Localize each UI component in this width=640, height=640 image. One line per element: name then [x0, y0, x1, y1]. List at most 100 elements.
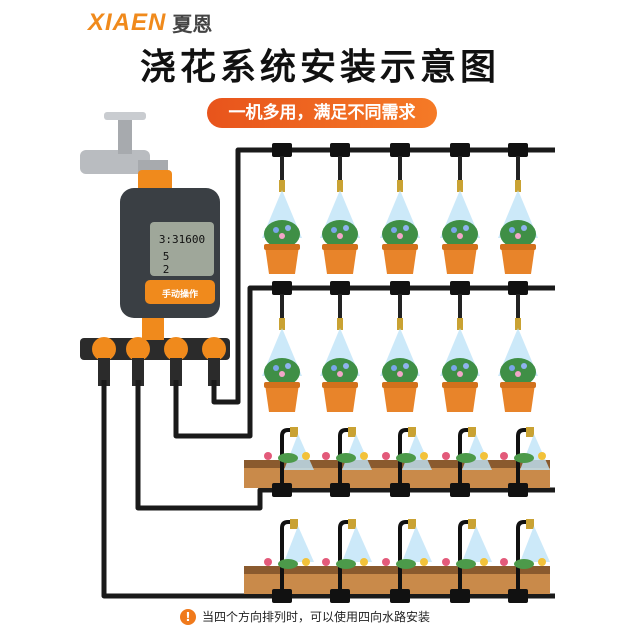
flower	[382, 452, 390, 460]
water-mist	[402, 526, 432, 562]
tee-connector	[450, 281, 470, 295]
nozzle	[397, 318, 403, 330]
flower	[331, 365, 337, 371]
riser-pipe	[280, 520, 292, 596]
riser-pipe	[458, 428, 470, 490]
lcd-time: 3:31600	[159, 233, 205, 246]
pot-rim	[322, 382, 358, 388]
nozzle	[290, 427, 298, 437]
flower	[391, 365, 397, 371]
flower	[343, 363, 349, 369]
water-mist	[462, 526, 492, 562]
dripper-stake	[516, 156, 520, 188]
riser-pipe	[398, 428, 410, 490]
flower	[521, 225, 527, 231]
tee-connector	[330, 281, 350, 295]
flower	[538, 558, 546, 566]
planter-soil	[244, 566, 550, 574]
flower	[264, 452, 272, 460]
plant-foliage	[396, 453, 416, 463]
water-mist	[462, 434, 492, 470]
timer-controller	[120, 170, 220, 318]
nozzle	[457, 318, 463, 330]
flower	[515, 371, 521, 377]
dripper-stake	[338, 156, 342, 188]
flower	[480, 452, 488, 460]
tee-connector	[390, 281, 410, 295]
flower-pot	[265, 384, 299, 412]
flower-pot	[443, 384, 477, 412]
plant-foliage	[278, 453, 298, 463]
tee-connector	[450, 143, 470, 157]
plant-foliage	[456, 559, 476, 569]
flower	[322, 452, 330, 460]
water-mist	[284, 434, 314, 470]
tee-connector	[390, 143, 410, 157]
dripper-stake	[338, 294, 342, 326]
flower	[285, 225, 291, 231]
flower	[302, 452, 310, 460]
flower	[403, 225, 409, 231]
flower-pot	[323, 246, 357, 274]
installation-note: ! 当四个方向排列时，可以使用四向水路安装	[180, 608, 430, 625]
water-mist	[342, 526, 372, 562]
flower	[480, 558, 488, 566]
riser-pipe	[398, 520, 410, 596]
flower	[457, 233, 463, 239]
flower	[391, 227, 397, 233]
nozzle	[526, 427, 534, 437]
flower	[360, 558, 368, 566]
nozzle	[468, 427, 476, 437]
water-mist	[520, 526, 550, 562]
dripper-stake	[458, 156, 462, 188]
flower	[420, 558, 428, 566]
flower	[337, 371, 343, 377]
faucet-icon	[80, 112, 168, 180]
water-mist	[520, 434, 550, 470]
note-text: 当四个方向排列时，可以使用四向水路安装	[202, 610, 431, 624]
pot-row-1	[262, 143, 538, 274]
pot-rim	[500, 244, 536, 250]
brand-logo-text: XIAEN	[88, 8, 167, 36]
brand-logo: XIAEN 夏恩	[88, 8, 212, 37]
nozzle	[337, 180, 343, 192]
pot-rim	[382, 244, 418, 250]
flower-pot	[383, 246, 417, 274]
riser-pipe	[516, 428, 528, 490]
nozzle	[397, 180, 403, 192]
plant-foliage	[396, 559, 416, 569]
dripper-stake	[280, 156, 284, 188]
flower	[442, 558, 450, 566]
pot-rim	[382, 382, 418, 388]
tee-connector	[272, 281, 292, 295]
flower	[337, 233, 343, 239]
pot-rim	[500, 382, 536, 388]
flower	[331, 227, 337, 233]
riser-pipe	[338, 428, 350, 490]
page-title: 浇花系统安装示意图	[139, 47, 500, 88]
nozzle	[279, 180, 285, 192]
plant-foliage	[336, 559, 356, 569]
riser-pipe	[338, 520, 350, 596]
brand-name-cn: 夏恩	[172, 12, 213, 36]
water-mist	[342, 434, 372, 470]
nozzle	[515, 180, 521, 192]
planter-soil	[244, 460, 550, 468]
plant-foliage	[456, 453, 476, 463]
subtitle-pill: 一机多用，满足不同需求	[207, 98, 437, 128]
flower	[382, 558, 390, 566]
flower	[442, 452, 450, 460]
flower	[397, 233, 403, 239]
flower	[273, 365, 279, 371]
pot-rim	[264, 244, 300, 250]
flower	[360, 452, 368, 460]
flower-pot	[501, 246, 535, 274]
flower	[279, 233, 285, 239]
planter-box	[244, 466, 550, 488]
tee-connector	[508, 281, 528, 295]
nozzle	[279, 318, 285, 330]
planter-row-4	[244, 519, 550, 603]
flower	[500, 452, 508, 460]
nozzle	[337, 318, 343, 330]
flower	[279, 371, 285, 377]
